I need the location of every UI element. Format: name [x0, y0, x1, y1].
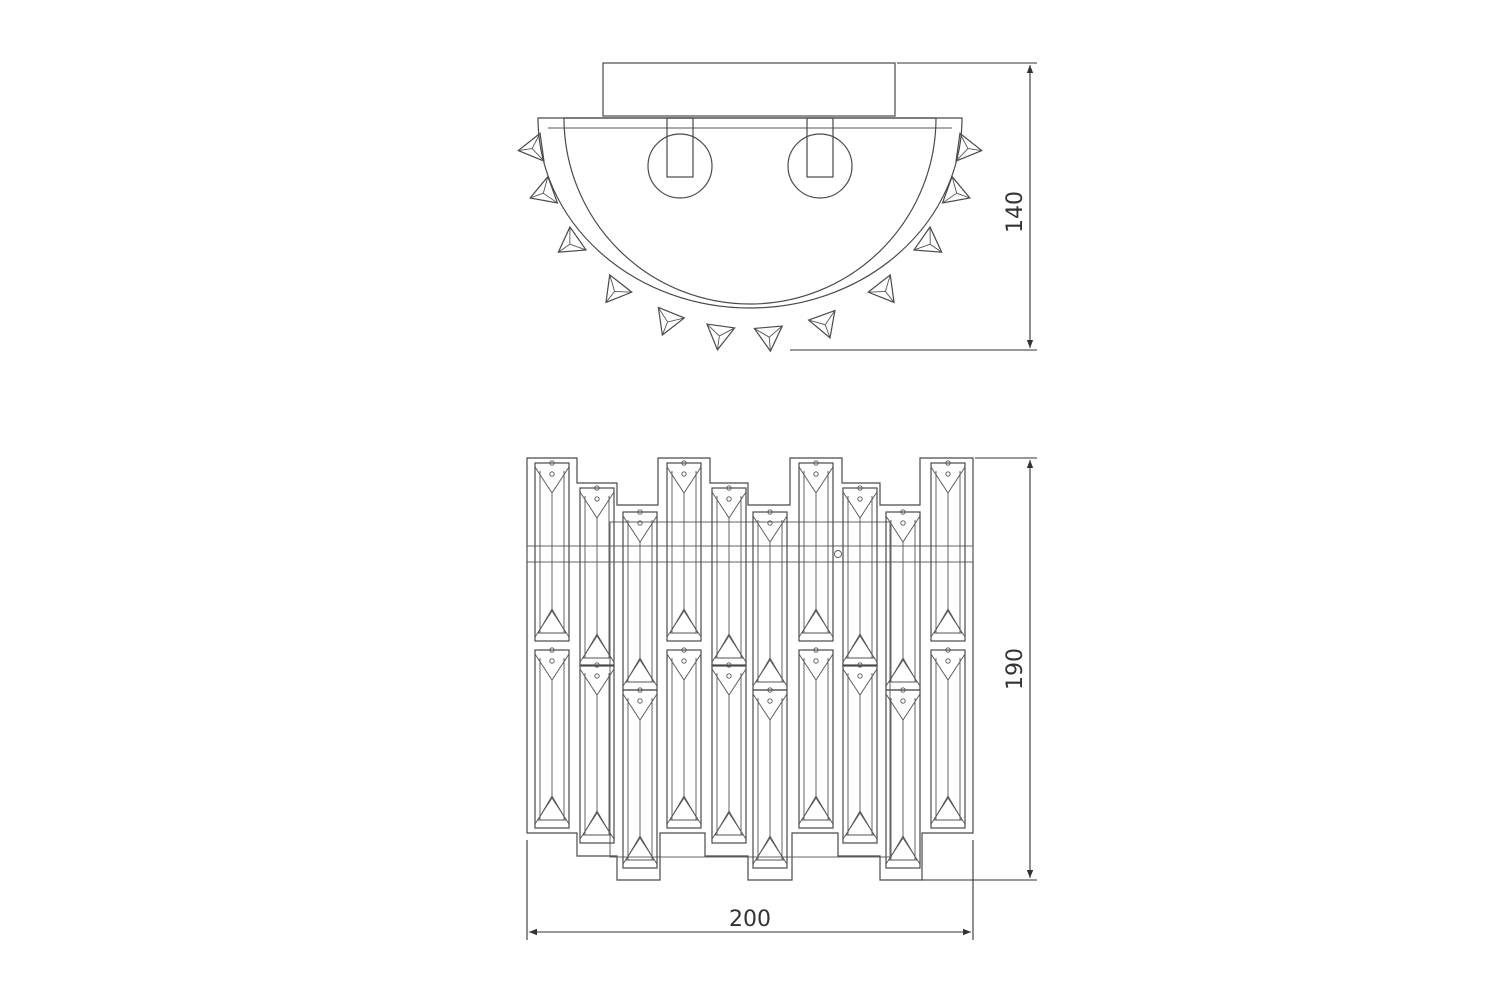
front-crystal	[885, 687, 921, 869]
top-crystal	[529, 175, 559, 204]
front-view-crystals	[534, 460, 966, 869]
top-crystal	[657, 306, 686, 337]
top-crystal	[705, 323, 736, 351]
front-crystal	[885, 509, 921, 691]
mounting-plate	[602, 62, 896, 117]
front-crystal	[622, 509, 658, 691]
top-crystal	[941, 175, 971, 204]
front-outline	[526, 457, 974, 881]
top-view	[517, 62, 983, 353]
front-view	[526, 457, 974, 881]
shade-outline-outer	[537, 117, 963, 309]
front-crystal	[711, 662, 747, 844]
top-view-crystals	[517, 132, 983, 353]
height-dimension-label: 190	[1003, 648, 1028, 690]
depth-dimension-label: 140	[1003, 191, 1028, 233]
front-crystal	[666, 647, 702, 829]
top-crystal	[605, 273, 633, 304]
front-crystal	[842, 485, 878, 667]
width-dimension-label: 200	[729, 907, 771, 932]
front-crystal	[711, 485, 747, 667]
shade-outline-inner	[563, 117, 937, 305]
bulb-holder-right	[787, 117, 853, 199]
front-crystal	[534, 460, 570, 642]
top-crystal	[867, 273, 895, 304]
front-crystal	[752, 687, 788, 869]
top-crystal	[557, 225, 588, 253]
front-crystal	[666, 460, 702, 642]
front-crystal	[622, 687, 658, 869]
front-crystal	[752, 509, 788, 691]
top-crystal	[807, 309, 836, 339]
mounting-band	[526, 545, 974, 563]
front-crystal	[930, 460, 966, 642]
depth-dimension: 140	[790, 62, 1037, 351]
height-dimension: 190	[922, 457, 1037, 881]
front-crystal	[798, 647, 834, 829]
front-crystal	[798, 460, 834, 642]
front-crystal	[579, 662, 615, 844]
bulb-holder-left	[647, 117, 713, 199]
front-crystal	[579, 485, 615, 667]
front-crystal	[534, 647, 570, 829]
width-dimension: 200	[526, 840, 974, 940]
front-crystal	[842, 662, 878, 844]
top-crystal	[955, 132, 983, 163]
top-crystal	[517, 132, 545, 163]
top-crystal	[753, 325, 784, 353]
front-crystal	[930, 647, 966, 829]
top-crystal	[912, 225, 943, 253]
screw-hole	[834, 550, 842, 558]
